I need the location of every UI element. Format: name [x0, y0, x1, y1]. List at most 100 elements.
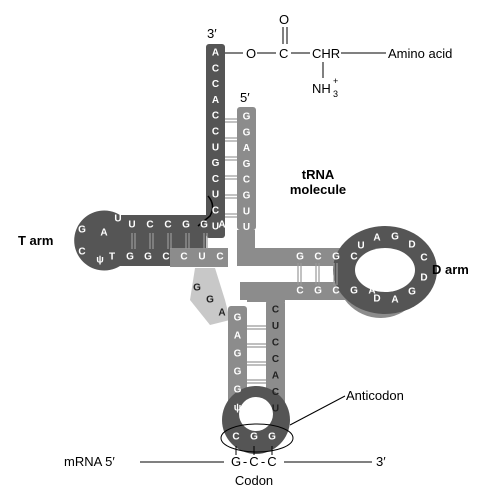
t-arm-loop-nucleotide: U: [114, 214, 121, 225]
title-line-2: molecule: [290, 182, 346, 197]
anticodon-nucleotide: C: [232, 432, 239, 443]
d-arm-loop-nucleotide: D: [420, 273, 427, 284]
d-arm-loop-nucleotide: D: [408, 240, 415, 251]
t-arm-top-nucleotide: A: [218, 220, 225, 231]
chem-c-carbonyl: C: [279, 46, 288, 61]
anticodon-arm-left-nucleotide: ψ: [234, 403, 242, 414]
d-arm-bottom-nucleotide: G: [350, 286, 358, 297]
acceptor-5-nucleotide: U: [243, 206, 250, 217]
mrna-3-label: 3′: [376, 454, 386, 469]
t-arm-loop-nucleotide: G: [78, 225, 86, 236]
codon-nucleotide: G: [231, 454, 241, 469]
chem-chr: CHR: [312, 46, 340, 61]
anticodon-nucleotide: G: [250, 432, 258, 443]
anticodon-arm-left-nucleotide: G: [234, 313, 242, 324]
d-arm-bottom-nucleotide: G: [314, 286, 322, 297]
anticodon-arm-left-nucleotide: G: [234, 349, 242, 360]
variable-loop-nucleotide: G: [206, 295, 214, 306]
acceptor-3-nucleotide: A: [212, 48, 219, 59]
chem-nh3-sub: 3: [333, 89, 338, 99]
d-arm-label: D arm: [432, 262, 469, 277]
d-arm-top-nucleotide: G: [332, 252, 340, 263]
mrna-label: mRNA 5′: [64, 454, 115, 469]
anticodon-arm-left-nucleotide: A: [234, 331, 241, 342]
acceptor-3-nucleotide: A: [212, 95, 219, 106]
acceptor-3-nucleotide: C: [212, 206, 219, 217]
acceptor-3-nucleotide: C: [212, 127, 219, 138]
t-arm-top-nucleotide: U: [128, 220, 135, 231]
d-arm-loop-nucleotide: A: [373, 233, 380, 244]
anticodon-arm-left-nucleotide: G: [234, 385, 242, 396]
t-arm-top-nucleotide: C: [146, 220, 153, 231]
chem-nh3: NH: [312, 81, 331, 96]
t-arm-bottom-nucleotide: U: [198, 252, 205, 263]
d-arm-top-nucleotide: G: [368, 252, 376, 263]
acceptor-5-nucleotide: G: [243, 191, 251, 202]
acceptor-5-nucleotide: G: [243, 112, 251, 123]
chem-nh3-sup: +: [333, 76, 338, 86]
acceptor-3-nucleotide: G: [212, 158, 220, 169]
t-arm-loop-nucleotide: ψ: [96, 255, 104, 266]
amino-acid-label: Amino acid: [388, 46, 452, 61]
d-arm-loop-nucleotide: G: [391, 232, 399, 243]
anticodon-arm-right-nucleotide: C: [272, 387, 279, 398]
acceptor-5-nucleotide: A: [243, 143, 250, 154]
amino-acid-chemistry: O C O CHR NH 3 + Amino acid: [225, 12, 452, 99]
acceptor-5-nucleotide: G: [243, 159, 251, 170]
d-arm-bottom-nucleotide: C: [296, 286, 303, 297]
d-arm-loop-nucleotide: C: [420, 253, 427, 264]
acceptor-3-nucleotide: U: [212, 142, 219, 153]
anticodon-pointer: [290, 396, 345, 425]
d-arm-loop-nucleotide: U: [357, 241, 364, 252]
acceptor-3-nucleotide: C: [212, 111, 219, 122]
d-arm-loop-nucleotide: D: [373, 294, 380, 305]
anticodon-arm-right-nucleotide: C: [272, 338, 279, 349]
acceptor-3-nucleotide: C: [212, 63, 219, 74]
anticodon-loop-inner: [239, 397, 273, 431]
codon-dash: -: [261, 454, 265, 469]
title-line-1: tRNA: [302, 167, 335, 182]
t-arm-top-nucleotide: G: [200, 220, 208, 231]
anticodon-nucleotide: G: [268, 432, 276, 443]
acceptor-5-nucleotide: C: [243, 175, 250, 186]
end-5-label: 5′: [240, 90, 250, 105]
codon-nucleotide: C: [249, 454, 258, 469]
d-arm-top-nucleotide: G: [296, 252, 304, 263]
t-arm-bottom-nucleotide: C: [216, 252, 223, 263]
d-arm-top-nucleotide: C: [350, 252, 357, 263]
d-arm-loop-nucleotide: A: [391, 295, 398, 306]
t-arm-loop-nucleotide: A: [100, 228, 107, 239]
t-arm-bottom-nucleotide: C: [180, 252, 187, 263]
anticodon-arm-right-nucleotide: U: [272, 404, 279, 415]
t-arm-label: T arm: [18, 233, 53, 248]
anticodon-arm-right-nucleotide: A: [272, 371, 279, 382]
variable-loop-nucleotide: G: [193, 283, 201, 294]
chem-o-link: O: [246, 46, 256, 61]
codon-dash: -: [243, 454, 247, 469]
acceptor-5-nucleotide: U: [243, 222, 250, 233]
d-arm-loop-nucleotide: G: [408, 287, 416, 298]
codon-label: Codon: [235, 473, 273, 488]
anticodon-connector: [247, 283, 285, 302]
d-arm-loop-inner: [355, 248, 415, 292]
t-arm-loop-nucleotide: C: [78, 247, 85, 258]
end-3-label: 3′: [207, 26, 217, 41]
anticodon-arm-right-nucleotide: C: [272, 354, 279, 365]
t-arm-bottom-nucleotide: G: [144, 252, 152, 263]
d-arm-bottom-nucleotide: C: [332, 286, 339, 297]
anticodon-arm-right-nucleotide: U: [272, 321, 279, 332]
variable-loop-nucleotide: A: [218, 308, 225, 319]
t-arm-top-nucleotide: C: [164, 220, 171, 231]
t-arm-bottom-nucleotide: G: [126, 252, 134, 263]
acceptor-3-nucleotide: C: [212, 79, 219, 90]
chem-o-top: O: [279, 12, 289, 27]
anticodon-arm-left-nucleotide: G: [234, 367, 242, 378]
acceptor-3-nucleotide: C: [212, 174, 219, 185]
d-arm-top-nucleotide: C: [314, 252, 321, 263]
t-arm-bottom-nucleotide: C: [162, 252, 169, 263]
t-arm-top-nucleotide: G: [182, 220, 190, 231]
codon-nucleotide: C: [267, 454, 276, 469]
acceptor-3-nucleotide: U: [212, 190, 219, 201]
